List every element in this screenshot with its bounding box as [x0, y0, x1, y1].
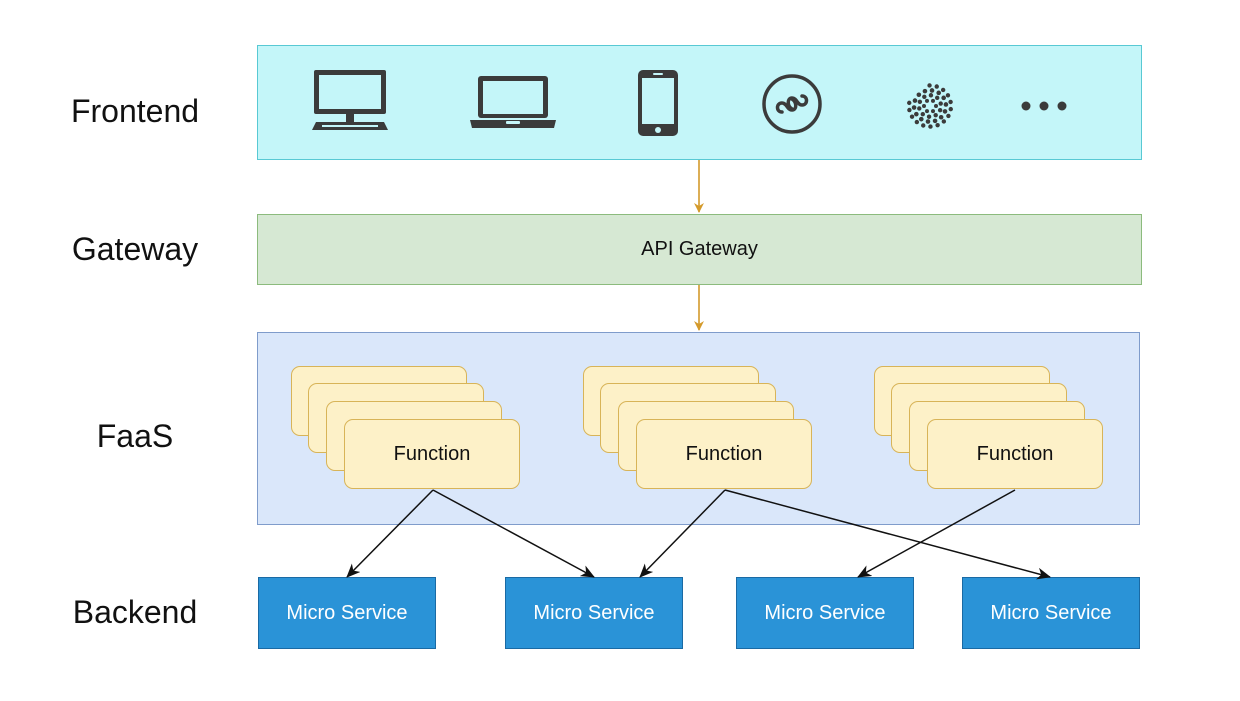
micro-service-label: Micro Service	[533, 601, 655, 624]
mini-program-icon	[762, 74, 822, 134]
micro-service-label: Micro Service	[764, 601, 886, 624]
function-label: Function	[685, 442, 763, 465]
api-gateway-panel: API Gateway	[257, 214, 1142, 285]
more-icon	[1021, 101, 1067, 111]
micro-service-box: Micro Service	[258, 577, 436, 649]
iota-icon	[907, 83, 953, 129]
micro-service-box: Micro Service	[736, 577, 914, 649]
gateway-layer-label: Gateway	[71, 231, 199, 267]
function-label: Function	[976, 442, 1054, 465]
micro-service-label: Micro Service	[286, 601, 408, 624]
api-gateway-label: API Gateway	[641, 238, 758, 260]
faas-layer-label: FaaS	[96, 418, 174, 454]
laptop-icon	[470, 76, 556, 128]
micro-service-box: Micro Service	[505, 577, 683, 649]
function-card: Function	[636, 419, 812, 489]
frontend-panel	[257, 45, 1142, 160]
function-label: Function	[393, 442, 471, 465]
backend-layer-label: Backend	[72, 594, 198, 630]
micro-service-label: Micro Service	[990, 601, 1112, 624]
smartphone-icon	[638, 70, 678, 136]
desktop-monitor-icon	[312, 70, 388, 130]
micro-service-box: Micro Service	[962, 577, 1140, 649]
function-card: Function	[927, 419, 1103, 489]
function-card: Function	[344, 419, 520, 489]
frontend-layer-label: Frontend	[70, 93, 200, 129]
